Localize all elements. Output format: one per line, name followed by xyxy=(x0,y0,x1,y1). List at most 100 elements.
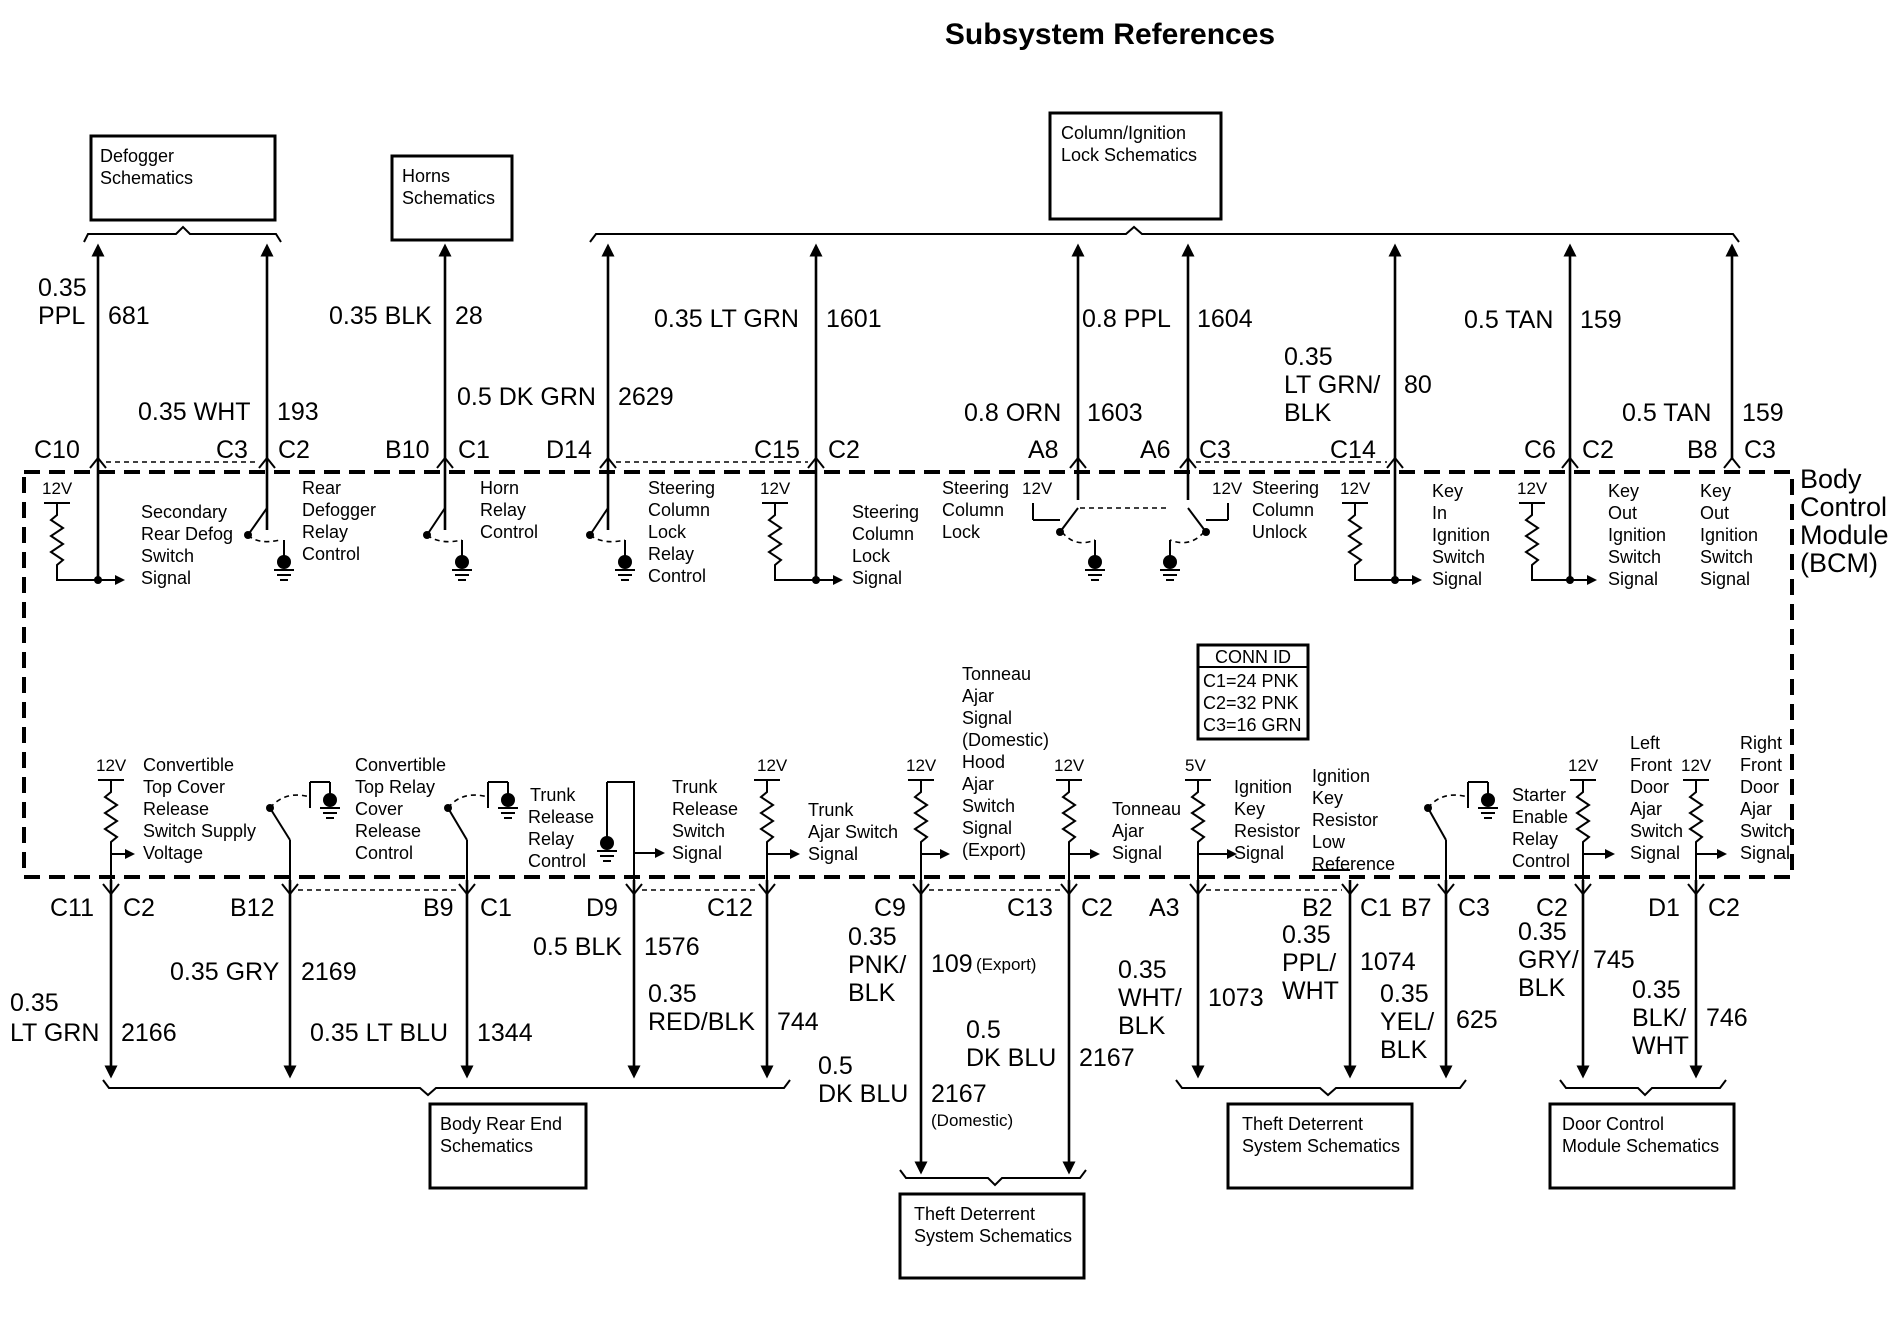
svg-text:Body Rear End: Body Rear End xyxy=(440,1114,562,1134)
conn-c12: C12 xyxy=(707,894,753,922)
svg-text:Steering: Steering xyxy=(942,478,1009,498)
svg-text:BLK/: BLK/ xyxy=(1632,1004,1686,1032)
svg-text:1344: 1344 xyxy=(477,1019,533,1047)
conn-b2: B2 xyxy=(1302,894,1333,922)
svg-text:Signal: Signal xyxy=(1608,569,1658,589)
svg-text:0.35: 0.35 xyxy=(1380,980,1429,1008)
svg-text:Enable: Enable xyxy=(1512,807,1568,827)
top-internal-labels: Secondary Rear Defog Switch Signal Rear … xyxy=(141,478,1758,589)
svg-text:Front: Front xyxy=(1740,755,1782,775)
svg-text:Rear: Rear xyxy=(302,478,341,498)
svg-text:Cover: Cover xyxy=(355,799,403,819)
svg-text:Steering: Steering xyxy=(648,478,715,498)
svg-text:0.5 TAN: 0.5 TAN xyxy=(1622,399,1711,427)
svg-text:12V: 12V xyxy=(1212,479,1243,498)
svg-text:0.35: 0.35 xyxy=(1518,918,1567,946)
bcm-boundary xyxy=(22,470,1794,879)
svg-text:Switch: Switch xyxy=(1432,547,1485,567)
bottom-wires xyxy=(104,869,1703,1175)
horns-schematics-box[interactable]: Horns Schematics xyxy=(390,154,514,242)
conn-b10: B10 xyxy=(385,436,429,464)
svg-text:Key: Key xyxy=(1608,481,1639,501)
svg-text:Control: Control xyxy=(1512,851,1570,871)
conn-c2g: C2 xyxy=(1708,894,1740,922)
defogger-schematics-box[interactable]: Defogger Schematics xyxy=(89,134,277,222)
conn-c10: C10 xyxy=(34,436,80,464)
svg-text:Release: Release xyxy=(672,799,738,819)
column-ignition-lock-schematics-box[interactable]: Column/Ignition Lock Schematics xyxy=(1048,111,1223,221)
svg-text:Switch Supply: Switch Supply xyxy=(143,821,256,841)
theft-right-brace xyxy=(1175,1079,1467,1097)
svg-text:Release: Release xyxy=(528,807,594,827)
svg-text:Defogger: Defogger xyxy=(302,500,376,520)
svg-text:Resistor: Resistor xyxy=(1312,810,1378,830)
svg-text:Door: Door xyxy=(1630,777,1669,797)
bottom-internal-labels: Convertible Top Cover Release Switch Sup… xyxy=(143,664,1793,874)
svg-text:Switch: Switch xyxy=(1608,547,1661,567)
top-wires xyxy=(91,243,1739,580)
theft-deterrent-schematics-box-right[interactable]: Theft Deterrent System Schematics xyxy=(1226,1102,1414,1190)
svg-text:Control: Control xyxy=(1800,492,1887,522)
svg-text:Convertible: Convertible xyxy=(355,755,446,775)
svg-text:Schematics: Schematics xyxy=(100,168,193,188)
conn-a6: A6 xyxy=(1140,436,1171,464)
conn-c2e: C2 xyxy=(1081,894,1113,922)
conn-c3c: C3 xyxy=(1744,436,1776,464)
conn-c3: C3 xyxy=(216,436,248,464)
svg-text:Rear Defog: Rear Defog xyxy=(141,524,233,544)
top-internal-circuits: 12V 12V 12V xyxy=(42,479,1597,585)
svg-text:Front: Front xyxy=(1630,755,1672,775)
svg-text:0.35: 0.35 xyxy=(1282,921,1331,949)
svg-text:Ajar Switch: Ajar Switch xyxy=(808,822,898,842)
svg-text:Switch: Switch xyxy=(141,546,194,566)
svg-text:Column: Column xyxy=(648,500,710,520)
svg-text:GRY/: GRY/ xyxy=(1518,946,1579,974)
svg-text:Column: Column xyxy=(942,500,1004,520)
door-control-module-schematics-box[interactable]: Door Control Module Schematics xyxy=(1548,1102,1736,1190)
svg-text:Control: Control xyxy=(480,522,538,542)
svg-text:12V: 12V xyxy=(760,479,791,498)
svg-text:(Export): (Export) xyxy=(962,840,1026,860)
svg-text:Release: Release xyxy=(355,821,421,841)
svg-text:Control: Control xyxy=(528,851,586,871)
theft-deterrent-schematics-box-middle[interactable]: Theft Deterrent System Schematics xyxy=(898,1192,1086,1280)
svg-text:Hood: Hood xyxy=(962,752,1005,772)
svg-text:Signal: Signal xyxy=(1700,569,1750,589)
page-title: Subsystem References xyxy=(945,18,1275,51)
svg-text:12V: 12V xyxy=(96,756,127,775)
svg-text:Steering: Steering xyxy=(1252,478,1319,498)
conn-c15: C15 xyxy=(754,436,800,464)
body-rear-end-schematics-box[interactable]: Body Rear End Schematics xyxy=(428,1102,588,1190)
svg-text:0.5 BLK: 0.5 BLK xyxy=(533,933,622,961)
conn-c2: C2 xyxy=(278,436,310,464)
svg-text:12V: 12V xyxy=(757,756,788,775)
svg-text:109: 109 xyxy=(931,950,973,978)
svg-text:WHT: WHT xyxy=(1632,1032,1689,1060)
svg-text:Key: Key xyxy=(1700,481,1731,501)
conn-c3b: C3 xyxy=(1199,436,1231,464)
svg-text:1074: 1074 xyxy=(1360,948,1416,976)
svg-text:Secondary: Secondary xyxy=(141,502,227,522)
svg-text:Ajar: Ajar xyxy=(1112,821,1144,841)
svg-text:Theft Deterrent: Theft Deterrent xyxy=(1242,1114,1363,1134)
svg-text:2167: 2167 xyxy=(931,1080,987,1108)
svg-text:Column: Column xyxy=(852,524,914,544)
top-connector-marks xyxy=(89,456,1741,469)
svg-text:(Domestic): (Domestic) xyxy=(931,1111,1013,1130)
svg-text:Key: Key xyxy=(1312,788,1343,808)
svg-text:Door Control: Door Control xyxy=(1562,1114,1664,1134)
svg-text:Resistor: Resistor xyxy=(1234,821,1300,841)
svg-text:12V: 12V xyxy=(1022,479,1053,498)
svg-text:Top Relay: Top Relay xyxy=(355,777,435,797)
body-rear-brace xyxy=(102,1079,791,1097)
svg-text:BLK: BLK xyxy=(1518,974,1566,1002)
theft-mid-brace xyxy=(899,1169,1087,1187)
svg-text:Signal: Signal xyxy=(962,818,1012,838)
svg-text:Schematics: Schematics xyxy=(440,1136,533,1156)
defogger-brace xyxy=(83,225,282,243)
svg-text:WHT: WHT xyxy=(1282,977,1339,1005)
svg-text:Control: Control xyxy=(302,544,360,564)
svg-text:Switch: Switch xyxy=(1740,821,1793,841)
svg-text:Signal: Signal xyxy=(852,568,902,588)
conn-c2d: C2 xyxy=(123,894,155,922)
